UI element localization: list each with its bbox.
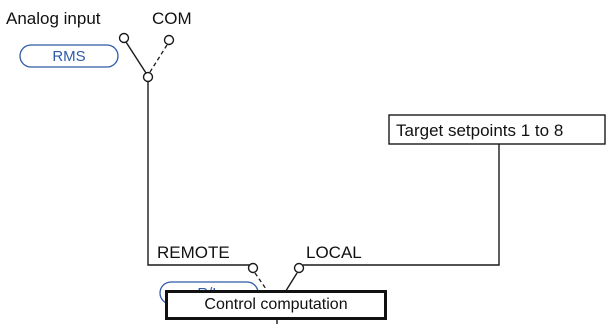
rms-switch-pill [19,44,119,68]
control-computation-label: Control computation [204,296,348,313]
remote-label: REMOTE [157,243,230,262]
com-label: COM [152,9,192,28]
analog-input-contact [118,32,130,44]
rms-switch[interactable]: RMS [19,44,119,68]
remote-contact [247,262,259,274]
target-setpoints-box [388,114,606,145]
local-contact [293,262,305,274]
com-contact [163,34,175,46]
local-signal-line [303,144,500,266]
control-computation-block: Control computation [165,290,387,320]
analog-input-label: Analog input [6,9,101,28]
rms-switch-label: RMS [52,48,85,65]
rms-switch-alt-path [149,44,168,73]
remote-signal-line [147,82,253,266]
target-setpoints-label: Target setpoints 1 to 8 [396,121,563,140]
local-label: LOCAL [306,243,362,262]
rms-switch-pivot [142,71,154,83]
rms-switch-blade [125,41,147,74]
